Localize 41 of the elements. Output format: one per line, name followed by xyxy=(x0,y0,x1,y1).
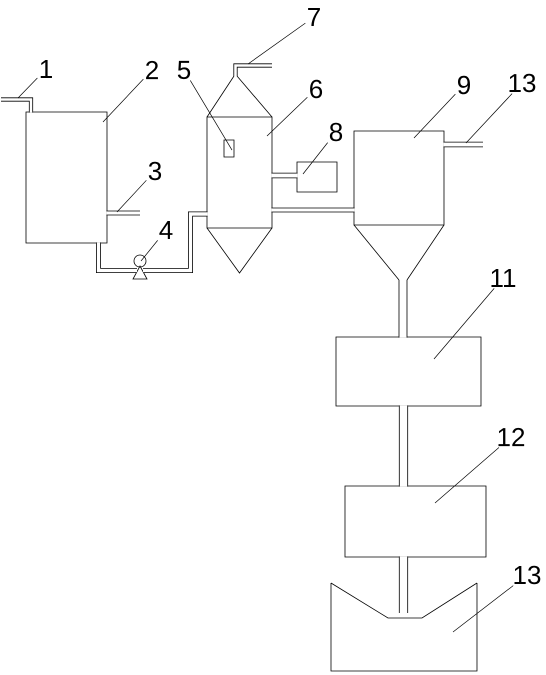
leader-line xyxy=(434,288,495,360)
callout-number: 5 xyxy=(178,60,190,80)
leader-line xyxy=(116,180,147,212)
leader-line xyxy=(18,78,38,98)
collection-tray xyxy=(330,582,478,672)
leader-line xyxy=(452,585,514,632)
leader-line xyxy=(140,240,158,262)
leader-line xyxy=(414,94,456,138)
callout-number: 13 xyxy=(514,566,540,584)
cyclone-hopper xyxy=(354,130,444,280)
pipe xyxy=(398,556,408,613)
unit-box xyxy=(344,486,486,558)
pipe xyxy=(271,208,355,212)
unit-box xyxy=(296,162,338,192)
pipe xyxy=(398,405,408,487)
pipe xyxy=(143,212,208,273)
leader-line xyxy=(266,96,308,136)
pipe xyxy=(271,172,298,178)
callout-number: 6 xyxy=(310,80,322,98)
leader-line xyxy=(434,447,500,504)
tower-vessel xyxy=(206,76,272,274)
callout-number: 9 xyxy=(458,76,470,94)
callout-number: 8 xyxy=(330,122,342,142)
unit-box xyxy=(336,336,482,406)
callout-number: 11 xyxy=(491,269,516,287)
callout-number: 3 xyxy=(148,162,162,180)
sensor-box xyxy=(224,140,234,158)
leader-line xyxy=(248,22,306,64)
leader-line xyxy=(102,78,144,122)
callout-number: 13 xyxy=(510,74,536,92)
leader-line xyxy=(190,80,232,150)
leader-line xyxy=(466,93,512,144)
callout-number: 4 xyxy=(159,221,172,239)
tank xyxy=(26,112,108,244)
callout-number: 2 xyxy=(146,60,158,80)
leader-line xyxy=(302,142,328,174)
callout-number: 12 xyxy=(498,428,524,446)
callout-number: 1 xyxy=(40,60,52,78)
callout-number: 7 xyxy=(308,8,320,26)
pipe xyxy=(96,242,137,273)
pipe xyxy=(398,280,408,338)
